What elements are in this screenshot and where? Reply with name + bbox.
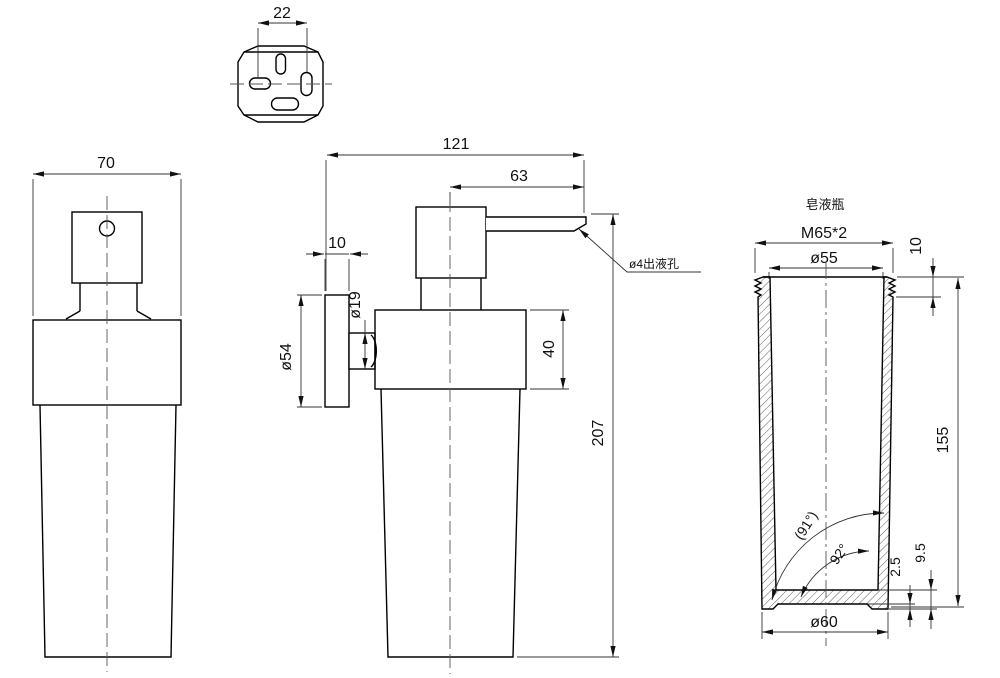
bottle-section-walls <box>753 276 897 610</box>
outer-angle-arc <box>771 510 885 601</box>
mount-slot-left <box>248 77 272 90</box>
dim-total-depth: 121 <box>443 136 470 153</box>
dim-thread-spec: M65*2 <box>801 225 847 242</box>
dim-spout-reach: 63 <box>510 168 528 185</box>
dim-slot-spacing: 22 <box>273 5 291 22</box>
cup-front <box>39 404 177 658</box>
dim-inner-angle: 92° <box>826 541 851 568</box>
outlet-note: ø4出液孔 <box>629 256 679 271</box>
wall-plate-side <box>324 294 350 408</box>
pump-head-side <box>415 206 487 279</box>
outlet-leader <box>578 228 701 273</box>
mount-slot-top <box>275 53 287 75</box>
neck-flare-left <box>65 310 81 320</box>
support-arm <box>348 332 376 370</box>
dim-body-height: 155 <box>935 427 952 454</box>
dim-recess-depth: 2.5 <box>887 557 903 577</box>
bottle-section-view: 皂液瓶 M65*2 ø55 10 155 (91°) 92° <box>753 197 964 646</box>
dim-base-thickness: 9.5 <box>912 543 928 563</box>
dim-total-height: 207 <box>590 420 607 447</box>
side-view: 121 63 ø4出液孔 10 ø54 ø19 <box>278 136 701 674</box>
top-view: 22 <box>230 5 332 123</box>
dim-outer-angle: (91°) <box>791 508 821 542</box>
front-view: 70 <box>32 155 182 672</box>
dim-front-width: 70 <box>97 155 115 172</box>
dim-inner-diameter: ø55 <box>810 250 838 267</box>
cup-side <box>380 388 521 658</box>
dim-thread-height: 10 <box>908 237 925 255</box>
bottle-title: 皂液瓶 <box>805 197 844 212</box>
dim-holder-height: 40 <box>541 340 558 358</box>
dim-arm-diameter: ø19 <box>347 291 364 319</box>
mount-slot-bottom <box>270 97 300 111</box>
dim-plate-thickness: 10 <box>328 235 346 252</box>
holder-ring-side <box>374 309 527 390</box>
arm-holder-junction-arc <box>370 334 377 368</box>
inner-angle-arc <box>800 548 870 598</box>
neck-flare-right <box>136 310 152 320</box>
dim-plate-diameter: ø54 <box>278 343 295 371</box>
spout <box>486 216 587 232</box>
dim-base-diameter: ø60 <box>810 614 838 631</box>
